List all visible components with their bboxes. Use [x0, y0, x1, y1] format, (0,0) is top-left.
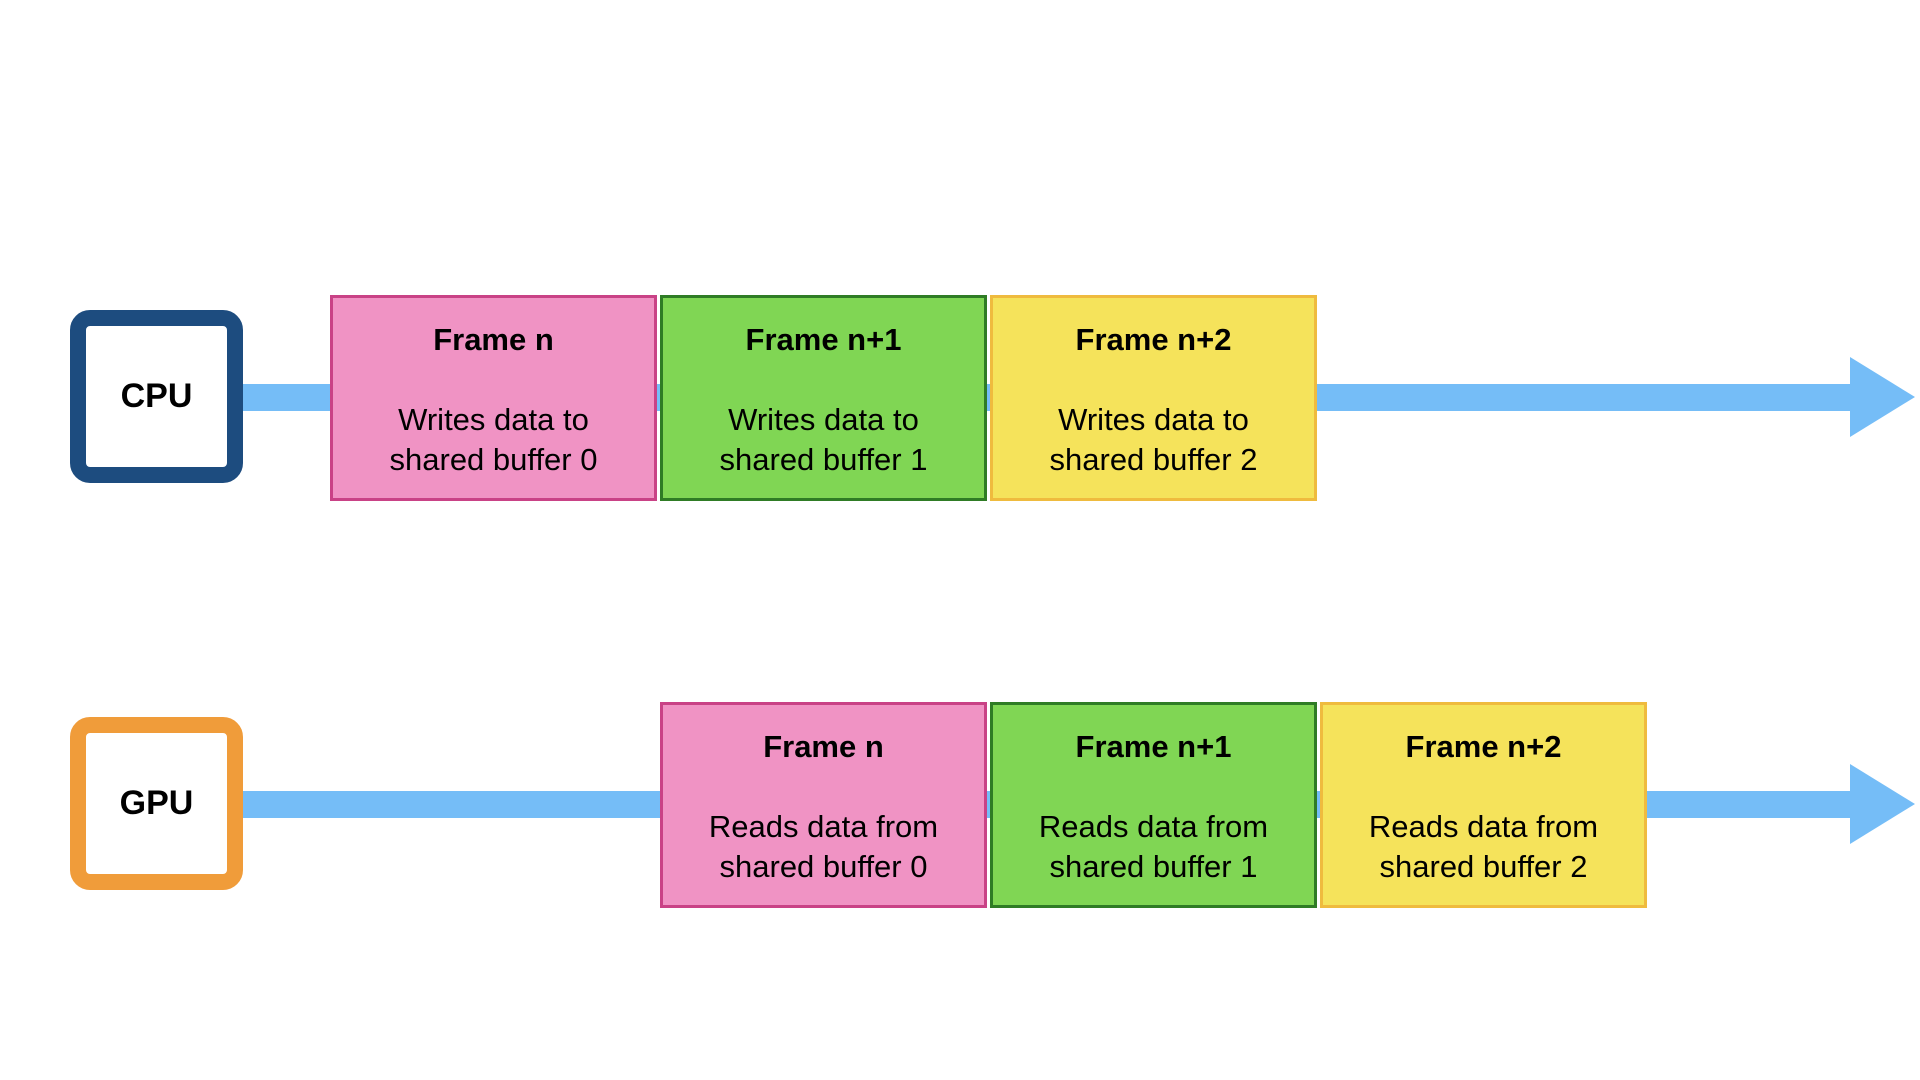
frame-title: Frame n+1 — [745, 322, 902, 357]
frame-description: Reads data from shared buffer 0 — [663, 807, 984, 887]
frame-description-line: shared buffer 1 — [1049, 849, 1258, 884]
cpu-label: CPU — [120, 377, 193, 415]
gpu-box: GPU — [70, 717, 243, 890]
gpu-frame-n-plus-1: Frame n+1 Reads data from shared buffer … — [990, 702, 1317, 908]
frame-description-line: Reads data from — [1368, 809, 1599, 844]
gpu-label: GPU — [119, 784, 194, 822]
frame-description-line: Reads data from — [708, 809, 939, 844]
cpu-frame-n: Frame n Writes data to shared buffer 0 — [330, 295, 657, 501]
frame-title: Frame n — [763, 729, 884, 764]
frame-description-line: Reads data from — [1038, 809, 1269, 844]
gpu-frame-n-plus-2: Frame n+2 Reads data from shared buffer … — [1320, 702, 1647, 908]
frame-description-line: Writes data to — [728, 402, 919, 437]
frame-title: Frame n+2 — [1075, 322, 1232, 357]
gpu-frame-n: Frame n Reads data from shared buffer 0 — [660, 702, 987, 908]
frame-title: Frame n+1 — [1075, 729, 1232, 764]
frame-title: Frame n+2 — [1405, 729, 1562, 764]
frame-description: Writes data to shared buffer 2 — [993, 400, 1314, 480]
frame-description-line: shared buffer 0 — [719, 849, 928, 884]
frame-description: Reads data from shared buffer 1 — [993, 807, 1314, 887]
frame-description-line: shared buffer 2 — [1049, 442, 1258, 477]
cpu-frame-n-plus-2: Frame n+2 Writes data to shared buffer 2 — [990, 295, 1317, 501]
frame-description: Writes data to shared buffer 0 — [333, 400, 654, 480]
cpu-box: CPU — [70, 310, 243, 483]
cpu-timeline-arrowhead — [1850, 357, 1915, 437]
frame-description: Reads data from shared buffer 2 — [1323, 807, 1644, 887]
gpu-timeline-arrowhead — [1850, 764, 1915, 844]
frame-description-line: shared buffer 1 — [719, 442, 928, 477]
frame-description-line: Writes data to — [1058, 402, 1249, 437]
frame-description: Writes data to shared buffer 1 — [663, 400, 984, 480]
frame-description-line: Writes data to — [398, 402, 589, 437]
frame-description-line: shared buffer 2 — [1379, 849, 1588, 884]
cpu-frame-n-plus-1: Frame n+1 Writes data to shared buffer 1 — [660, 295, 987, 501]
frame-title: Frame n — [433, 322, 554, 357]
frame-description-line: shared buffer 0 — [389, 442, 598, 477]
